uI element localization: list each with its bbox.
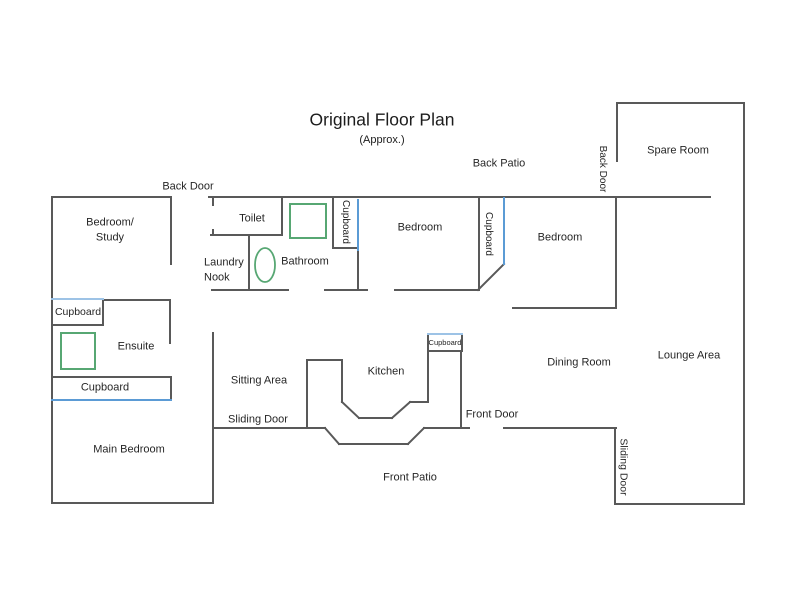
label-ensuite: Ensuite — [117, 340, 155, 353]
label-front-door: Front Door — [465, 408, 519, 421]
wall-line — [390, 400, 412, 420]
label-cupboard-bathroom: Cupboard — [340, 200, 351, 244]
label-cupboard-top-left: Cupboard — [54, 306, 102, 319]
label-laundry-nook: Laundry Nook — [204, 256, 244, 283]
shower-fixture-rect — [289, 203, 327, 239]
label-spare-room: Spare Room — [647, 144, 709, 157]
shower-fixture-rect — [60, 332, 96, 370]
label-bedroom-middle: Bedroom — [397, 221, 443, 234]
wall-line — [323, 426, 341, 446]
wall-line — [340, 400, 361, 420]
label-sliding-door-right: Sliding Door — [617, 438, 630, 496]
label-back-patio: Back Patio — [472, 157, 526, 170]
label-back-door-right: Back Door — [597, 145, 608, 193]
page-title: Original Floor Plan — [309, 109, 455, 130]
label-main-bedroom: Main Bedroom — [93, 443, 165, 456]
label-cupboard-ensuite: Cupboard — [80, 381, 130, 394]
label-sliding-door-left: Sliding Door — [228, 413, 288, 426]
wall-line — [476, 262, 506, 292]
label-cupboard-bedroom: Cupboard — [483, 212, 494, 256]
label-front-patio: Front Patio — [383, 471, 437, 484]
label-lounge-area: Lounge Area — [657, 349, 721, 362]
label-kitchen: Kitchen — [367, 365, 405, 378]
page-subtitle: (Approx.) — [359, 134, 405, 146]
label-bedroom-study: Bedroom/ Study — [86, 216, 134, 243]
label-bathroom: Bathroom — [281, 255, 329, 268]
wall-line — [406, 426, 426, 446]
label-dining-room: Dining Room — [547, 356, 611, 369]
label-cupboard-kitchen: Cupboard — [428, 338, 462, 348]
bath-fixture-ellipse — [254, 247, 276, 283]
label-bedroom-right: Bedroom — [537, 231, 583, 244]
label-sitting-area: Sitting Area — [230, 374, 288, 387]
label-back-door-left: Back Door — [162, 180, 214, 193]
label-toilet: Toilet — [239, 212, 265, 225]
